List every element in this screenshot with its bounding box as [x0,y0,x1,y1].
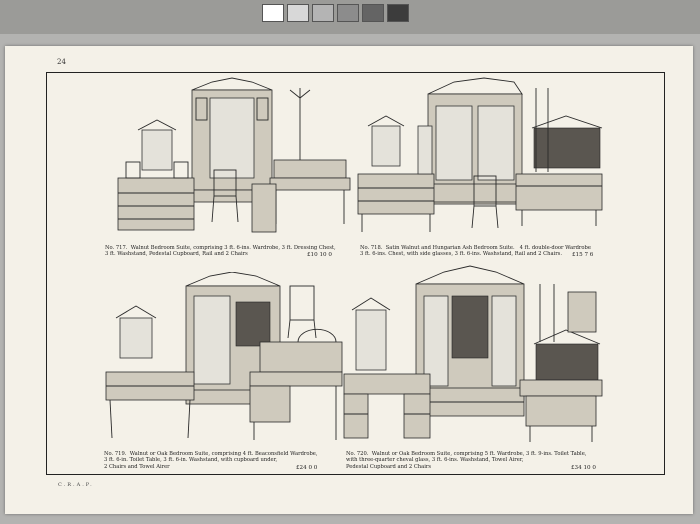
caption-suite-719: No. 719. Walnut or Oak Bedroom Suite, co… [104,451,318,470]
caption-line: No. 717. Walnut Bedroom Suite, comprisin… [105,245,336,251]
caption-line: with three-quarter cheval glass, 3 ft. 6… [346,457,524,464]
color-calibration-bar [0,0,700,34]
price-suite-718: £15 7 6 [572,252,594,258]
swatch [287,4,309,22]
page-number: 24 [57,58,66,66]
price-suite-717: £10 10 0 [307,252,332,258]
color-swatch-strip [262,4,412,24]
caption-line: 2 Chairs and Towel Airer [104,463,170,470]
swatch [362,4,384,22]
swatch [262,4,284,22]
caption-line: Pedestal Cupboard and 2 Chairs [346,463,432,470]
caption-suite-720: No. 720. Walnut or Oak Bedroom Suite, co… [346,451,586,470]
caption-line: 3 ft. Washstand, Pedestal Cupboard, Rail… [105,251,248,258]
caption-suite-717: No. 717. Walnut Bedroom Suite, comprisin… [105,245,336,258]
caption-line: 3 ft. 6-ins. Chest, with side glasses, 3… [360,251,562,258]
price-suite-720: £34 10 0 [571,465,596,471]
illustration-suite-718 [357,77,603,232]
caption-line: No. 719. Walnut or Oak Bedroom Suite, co… [104,451,318,457]
illustration-suite-719 [105,272,343,440]
illustration-suite-720 [343,265,603,442]
illustration-suite-717 [117,77,351,233]
footer-code: C.R.A.P. [58,482,94,488]
swatch [337,4,359,22]
swatch [387,4,409,22]
caption-line: No. 720. Walnut or Oak Bedroom Suite, co… [346,451,587,457]
caption-line: 3 ft. 6-in. Toilet Table, 3 ft. 6-in. Wa… [104,457,278,464]
swatch [312,4,334,22]
caption-suite-718: No. 718. Satin Walnut and Hungarian Ash … [360,245,591,258]
caption-line: No. 718. Satin Walnut and Hungarian Ash … [360,245,591,251]
price-suite-719: £24 0 0 [296,465,318,471]
page-border [46,72,665,475]
